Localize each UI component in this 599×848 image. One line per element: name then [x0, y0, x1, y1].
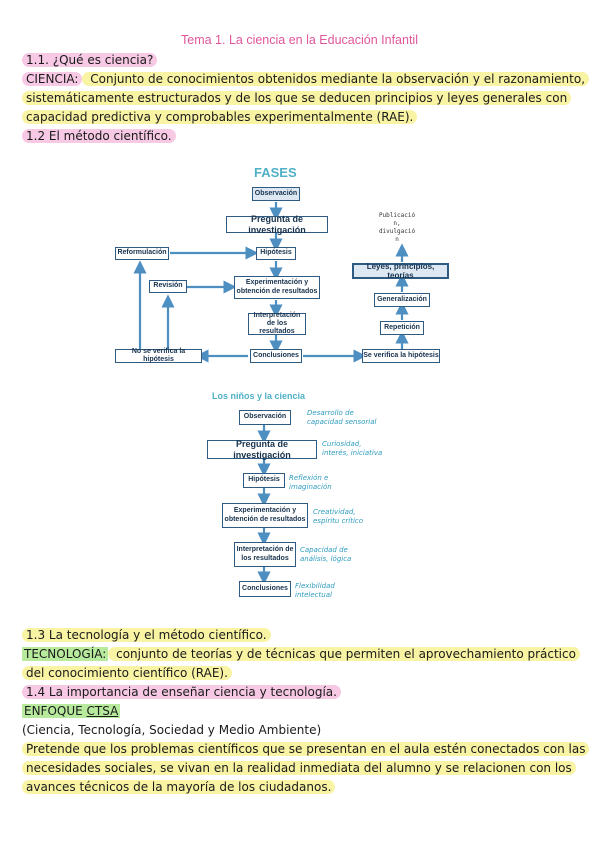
ninos-note-curiosidad: Curiosidad, interés, iniciativa: [322, 440, 383, 457]
fases-repeticion-box: Repetición: [380, 321, 424, 335]
fases-publicacion-text: Publicació n, divulgació n: [378, 212, 416, 243]
ctsa-p3: avances técnicos de la mayoría de los ci…: [22, 780, 336, 794]
ctsa-p1: Pretende que los problemas científicos q…: [22, 742, 590, 756]
ciencia-def-2: sistemáticamente estructurados y de los …: [22, 91, 572, 105]
enfoque-ctsa: ENFOQUE CTSA: [22, 703, 121, 720]
fases-generalizacion-box: Generalización: [374, 293, 430, 307]
tecnologia-term: TECNOLOGÍA:: [22, 647, 109, 661]
tecnologia-def-1: conjunto de teorías y de técnicas que pe…: [108, 647, 580, 661]
fases-no-verifica-box: No se verifica la hipótesis: [115, 348, 202, 363]
ciencia-def-1: Conjunto de conocimientos obtenidos medi…: [82, 72, 590, 86]
tecnologia-definition-line-2: del conocimiento científico (RAE).: [22, 665, 232, 682]
ninos-note-sensorial: Desarrollo de capacidad sensorial: [307, 409, 377, 426]
section-1-1-heading-text: 1.1. ¿Qué es ciencia?: [22, 53, 158, 67]
ctsa-paragraph-line-2: necesidades sociales, se vivan en la rea…: [22, 760, 576, 777]
fases-title: FASES: [254, 165, 297, 180]
ninos-note-flexibilidad: Flexibilidad intelectual: [295, 582, 335, 599]
ciencia-definition-line-1: CIENCIA: Conjunto de conocimientos obten…: [22, 71, 590, 88]
fases-pregunta-box: Pregunta de investigación: [226, 214, 328, 235]
ninos-title: Los niños y la ciencia: [212, 391, 306, 401]
ciencia-def-3: capacidad predictiva y comprobables expe…: [22, 110, 418, 124]
ctsa-word: CTSA: [86, 704, 119, 718]
ninos-experimentacion-box: Experimentación y obtención de resultado…: [222, 503, 308, 528]
ninos-note-reflexion: Reflexión e imaginación: [289, 474, 332, 491]
ciencia-term: CIENCIA:: [22, 72, 83, 86]
fases-reformulacion-box: Reformulación: [115, 247, 169, 260]
ninos-note-creatividad: Creatividad, espíritu crítico: [313, 508, 364, 525]
section-1-2-heading-text: 1.2 El método científico.: [22, 129, 176, 143]
fases-hipotesis-box: Hipótesis: [256, 247, 296, 260]
ninos-observacion-box: Observación: [239, 410, 291, 425]
ninos-note-analisis: Capacidad de análisis, lógica: [300, 546, 352, 563]
ninos-hipotesis-box: Hipótesis: [243, 473, 285, 488]
fases-si-verifica-box: Se verifica la hipótesis: [362, 349, 440, 363]
ctsa-subtitle: (Ciencia, Tecnología, Sociedad y Medio A…: [22, 723, 322, 737]
fases-experimentacion-box: Experimentación y obtención de resultado…: [234, 276, 320, 299]
ctsa-paragraph-line-1: Pretende que los problemas científicos q…: [22, 741, 590, 758]
fases-interpretacion-box: Interpretación de los resultados: [248, 312, 306, 335]
enfoque-ctsa-text: ENFOQUE CTSA: [22, 704, 121, 718]
section-1-2-heading: 1.2 El método científico.: [22, 128, 176, 145]
section-1-3-heading-text: 1.3 La tecnología y el método científico…: [22, 628, 271, 642]
ctsa-paragraph-line-3: avances técnicos de la mayoría de los ci…: [22, 779, 336, 796]
section-1-3-heading: 1.3 La tecnología y el método científico…: [22, 627, 271, 644]
section-1-1-heading: 1.1. ¿Qué es ciencia?: [22, 52, 158, 69]
ctsa-p2: necesidades sociales, se vivan en la rea…: [22, 761, 576, 775]
ninos-pregunta-box: Pregunta de investigación: [207, 439, 317, 460]
ciencia-definition-line-3: capacidad predictiva y comprobables expe…: [22, 109, 418, 126]
enfoque-word: ENFOQUE: [24, 704, 87, 718]
ciencia-definition-line-2: sistemáticamente estructurados y de los …: [22, 90, 572, 107]
fases-leyes-box: Leyes, principios, teorías: [352, 262, 449, 280]
tecnologia-definition-line-1: TECNOLOGÍA: conjunto de teorías y de téc…: [22, 646, 580, 663]
fases-revision-box: Revisión: [149, 280, 187, 293]
tecnologia-def-2: del conocimiento científico (RAE).: [22, 666, 232, 680]
section-1-4-heading: 1.4 La importancia de enseñar ciencia y …: [22, 684, 341, 701]
fases-conclusiones-box: Conclusiones: [250, 349, 302, 363]
ninos-interpretacion-box: Interpretación de los resultados: [234, 542, 296, 567]
fases-observacion-box: Observación: [252, 187, 300, 201]
section-1-4-heading-text: 1.4 La importancia de enseñar ciencia y …: [22, 685, 341, 699]
ninos-conclusiones-box: Conclusiones: [239, 581, 291, 597]
page-title: Tema 1. La ciencia en la Educación Infan…: [181, 33, 418, 47]
